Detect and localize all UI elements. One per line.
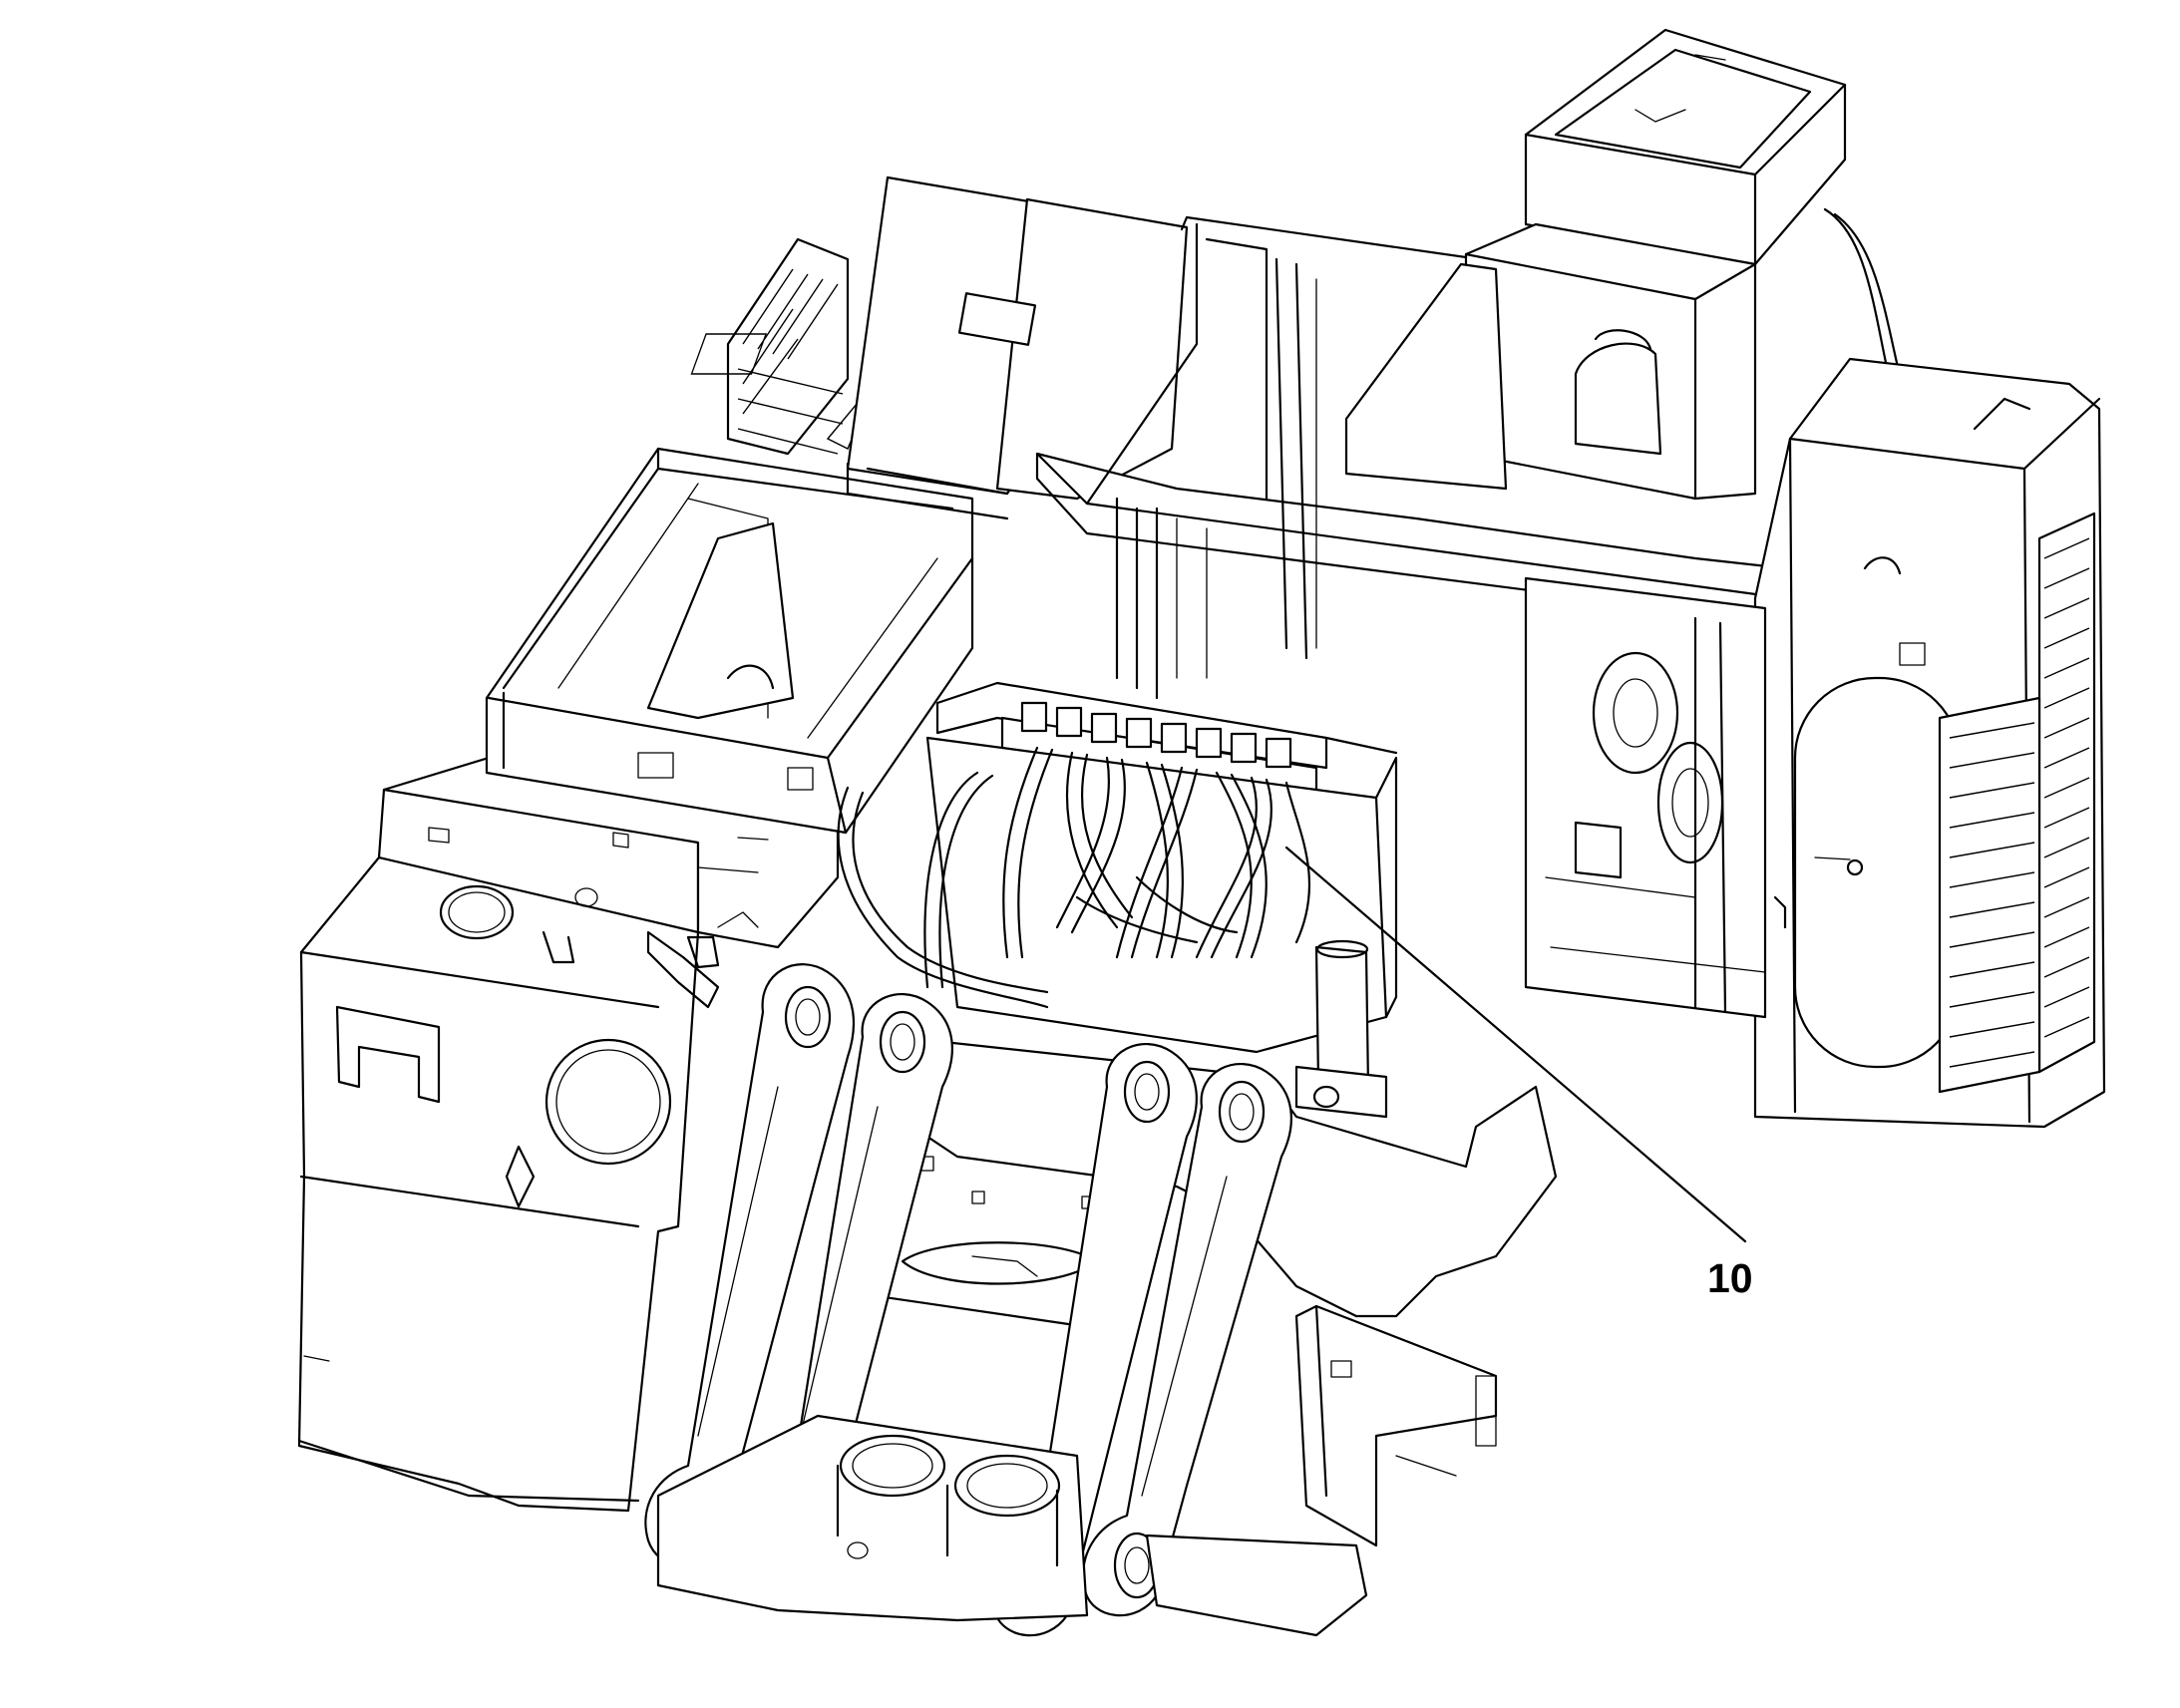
electrical-cabinet bbox=[1344, 28, 1847, 501]
accumulator bbox=[1294, 939, 1388, 1119]
top-cover-panels bbox=[846, 175, 1189, 520]
hydraulic-hoses bbox=[837, 746, 1310, 1009]
front-lower-frame bbox=[656, 1414, 1368, 1637]
side-radiator-grille bbox=[1938, 512, 2096, 1094]
center-gantry-frame bbox=[1035, 215, 1787, 700]
right-lift-arm bbox=[1082, 1062, 1292, 1617]
left-radiator-frame bbox=[485, 447, 974, 835]
access-door bbox=[1793, 676, 1962, 1069]
left-hydraulic-tank bbox=[297, 786, 700, 1513]
valve-caps bbox=[1020, 701, 1292, 769]
callout-leader-line bbox=[1284, 846, 1747, 1243]
grille-cover bbox=[690, 237, 879, 456]
rear-frame-bracket bbox=[1294, 1304, 1498, 1547]
callout-label-10: 10 bbox=[1707, 1255, 1753, 1301]
drive-gear-assembly bbox=[1524, 576, 1767, 1019]
